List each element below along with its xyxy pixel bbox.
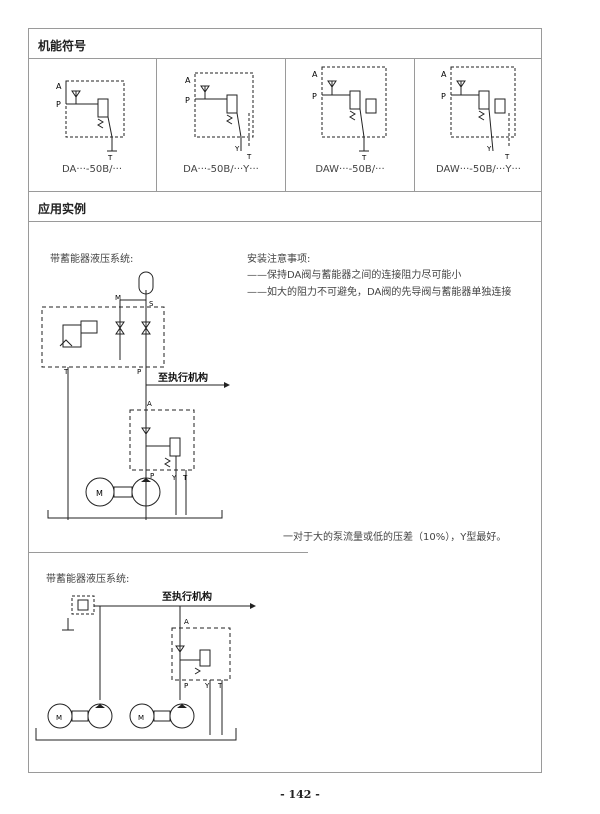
example1-bottom-note: 一对于大的泵流量或低的压差（10%），Y型最好。 [283,532,507,543]
valve-symbol-3: A P T [312,66,387,162]
valve-symbol-2: A P Y T [185,72,254,161]
symbol-label-3: DAW···-50B/··· [315,164,385,175]
symbols-section-title: 机能符号 [38,39,87,53]
example2-caption: 带蓄能器液压系统: [46,574,130,585]
port-a-label: A [56,82,62,91]
symbols-section-header: 机能符号 [28,28,542,59]
example1-notes-title: 安装注意事项: [247,254,311,265]
symbol-cell-2: A P Y T DA···-50B/···Y··· [157,59,286,191]
port-p-label: P [185,96,190,105]
example1-caption: 带蓄能器液压系统: [50,254,134,265]
port-a-label: A [441,70,447,79]
examples-divider [28,552,308,553]
port-p-label: P [56,100,61,109]
symbol-cell-4: A P Y T DAW···-50B/···Y··· [415,59,542,191]
port-p-label: P [441,92,446,101]
port-t-label: T [504,153,510,161]
port-y-label: Y [234,145,240,153]
port-y-label: Y [486,145,492,153]
example1-note-1: ——保持DA阀与蓄能器之间的连接阻力尽可能小 [247,270,462,281]
page-number: - 142 - [280,788,320,801]
port-t-label: T [361,154,367,162]
port-a-label: A [185,76,191,85]
port-t-label: T [107,154,113,162]
symbols-row: A P T DA···-50B/··· A P Y [28,59,542,191]
symbol-label-1: DA···-50B/··· [62,164,122,175]
examples-section-title: 应用实例 [38,202,87,216]
example1-note-2: ——如大的阻力不可避免，DA阀的先导阀与蓄能器单独连接 [247,287,512,298]
port-a-label: A [312,70,318,79]
valve-symbol-1: A P T [56,80,125,162]
examples-section-header: 应用实例 [28,191,542,222]
symbol-cell-3: A P T DAW···-50B/··· [286,59,415,191]
symbol-cell-1: A P T DA···-50B/··· [28,59,157,191]
port-p-label: P [312,92,317,101]
symbol-label-2: DA···-50B/···Y··· [183,164,259,175]
port-t-label: T [246,153,252,161]
valve-symbol-4: A P Y T [441,66,516,161]
symbol-label-4: DAW···-50B/···Y··· [436,164,521,175]
